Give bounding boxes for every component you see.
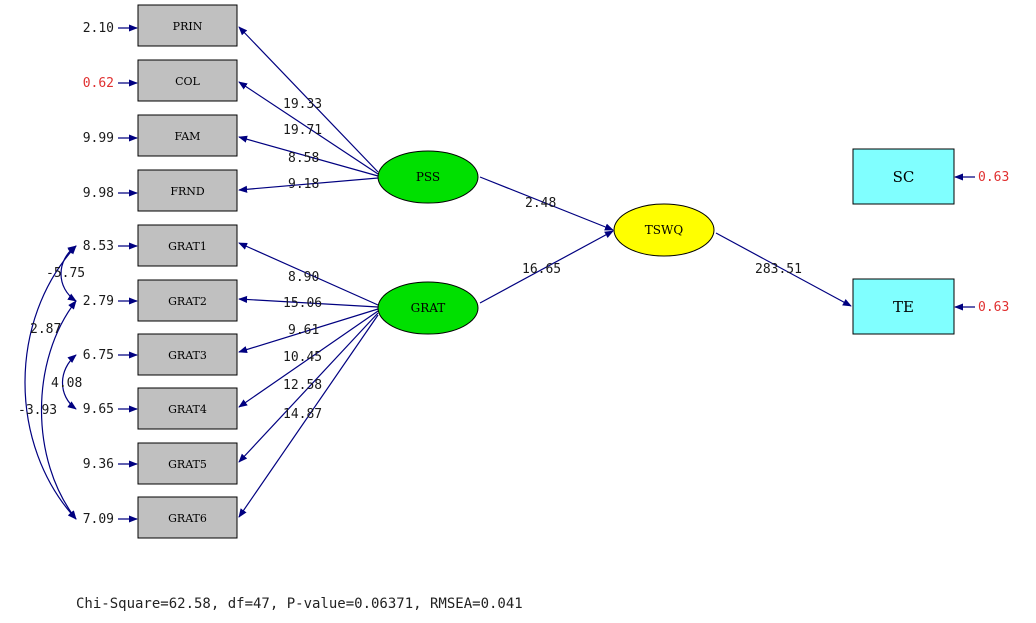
error-value-grat5: 9.36 — [83, 457, 114, 472]
node-col-label: COL — [175, 75, 200, 88]
coef-grat-grat6: 14.87 — [283, 407, 322, 422]
node-grat4-label: GRAT4 — [168, 403, 207, 416]
coef-pss-tswq: 2.48 — [525, 196, 556, 211]
path-grat-grat2 — [238, 295, 379, 308]
coef-pss-prin: 19.33 — [283, 97, 322, 112]
covariance-value-grat3-grat4: 4.08 — [51, 376, 82, 391]
latent-tswq-label: TSWQ — [645, 223, 684, 237]
node-grat6[interactable]: GRAT6 — [137, 496, 238, 539]
covariance-value-grat2-grat6: 2.87 — [30, 322, 61, 337]
outcome-indicators: SC TE — [852, 148, 955, 335]
node-frnd-label: FRND — [170, 185, 205, 198]
node-grat6-label: GRAT6 — [168, 512, 207, 525]
path-pss-prin — [238, 26, 379, 173]
covariance-grat2-grat6 — [40, 300, 77, 520]
coef-grat-grat2: 15.06 — [283, 296, 322, 311]
node-prin[interactable]: PRIN — [137, 4, 238, 47]
error-value-col: 0.62 — [83, 76, 114, 91]
node-prin-label: PRIN — [173, 20, 203, 33]
path-pss-col — [238, 81, 379, 175]
latent-pss-label: PSS — [416, 170, 440, 184]
path-grat-grat3 — [238, 308, 379, 354]
error-variance-labels: 2.10 0.62 9.99 9.98 8.53 2.79 6.75 9.65 … — [83, 21, 1010, 527]
error-value-grat4: 9.65 — [83, 402, 114, 417]
covariance-value-grat1-grat2: -5.75 — [46, 266, 85, 281]
coef-grat-tswq: 16.65 — [522, 262, 561, 277]
grat-loading-paths — [238, 242, 379, 518]
node-fam-label: FAM — [175, 130, 201, 143]
path-grat-grat5 — [238, 312, 379, 463]
pss-loading-paths — [238, 26, 379, 193]
node-grat3[interactable]: GRAT3 — [137, 333, 238, 376]
node-grat5-label: GRAT5 — [168, 458, 207, 471]
coef-grat-grat4: 10.45 — [283, 350, 322, 365]
error-value-sc: 0.63 — [978, 170, 1009, 185]
fit-statistics: Chi-Square=62.58, df=47, P-value=0.06371… — [76, 596, 523, 612]
covariance-grat1-grat6 — [24, 245, 77, 520]
node-fam[interactable]: FAM — [137, 114, 238, 157]
path-grat-grat1 — [238, 242, 379, 306]
path-grat-tswq — [479, 230, 614, 304]
error-value-fam: 9.99 — [83, 131, 114, 146]
latent-grat-label: GRAT — [411, 301, 446, 315]
latent-grat[interactable]: GRAT — [377, 281, 479, 335]
error-value-grat2: 2.79 — [83, 294, 114, 309]
observed-indicators: PRIN COL FAM FRND GRAT1 GRAT2 GRAT3 GRA — [137, 4, 238, 539]
error-value-te: 0.63 — [978, 300, 1009, 315]
coef-grat-grat5: 12.58 — [283, 378, 322, 393]
coef-pss-frnd: 9.18 — [288, 177, 319, 192]
node-frnd[interactable]: FRND — [137, 169, 238, 212]
coef-grat-grat3: 9.61 — [288, 323, 319, 338]
path-grat-grat6 — [238, 314, 379, 518]
error-value-frnd: 9.98 — [83, 186, 114, 201]
structural-paths — [479, 176, 852, 307]
error-value-prin: 2.10 — [83, 21, 114, 36]
error-value-grat1: 8.53 — [83, 239, 114, 254]
coef-grat-grat1: 8.90 — [288, 270, 319, 285]
error-covariances — [24, 245, 77, 520]
path-tswq-te — [715, 232, 852, 307]
node-sc-label: SC — [893, 168, 915, 186]
latent-pss[interactable]: PSS — [377, 150, 479, 204]
node-te-label: TE — [893, 298, 914, 316]
path-pss-frnd — [238, 177, 379, 193]
node-grat1-label: GRAT1 — [168, 240, 207, 253]
node-grat3-label: GRAT3 — [168, 349, 207, 362]
path-grat-grat4 — [238, 310, 379, 408]
path-coefficient-labels: 19.33 19.71 8.58 9.18 8.90 15.06 9.61 10… — [283, 97, 802, 422]
error-arrows — [118, 24, 975, 523]
coef-pss-col: 19.71 — [283, 123, 322, 138]
covariance-labels: -5.75 2.87 4.08 -3.93 — [18, 266, 85, 418]
node-grat5[interactable]: GRAT5 — [137, 442, 238, 485]
error-value-grat3: 6.75 — [83, 348, 114, 363]
latent-variables: PSS GRAT TSWQ — [377, 150, 715, 335]
node-grat2[interactable]: GRAT2 — [137, 279, 238, 322]
node-grat4[interactable]: GRAT4 — [137, 387, 238, 430]
covariance-value-grat1-grat6: -3.93 — [18, 403, 57, 418]
latent-tswq[interactable]: TSWQ — [613, 203, 715, 257]
node-sc[interactable]: SC — [852, 148, 955, 205]
error-value-grat6: 7.09 — [83, 512, 114, 527]
node-te[interactable]: TE — [852, 278, 955, 335]
node-grat1[interactable]: GRAT1 — [137, 224, 238, 267]
path-pss-tswq — [479, 176, 614, 231]
path-pss-fam — [238, 135, 379, 177]
node-col[interactable]: COL — [137, 59, 238, 102]
coef-tswq-te: 283.51 — [755, 262, 802, 277]
coef-pss-fam: 8.58 — [288, 151, 319, 166]
node-grat2-label: GRAT2 — [168, 295, 207, 308]
